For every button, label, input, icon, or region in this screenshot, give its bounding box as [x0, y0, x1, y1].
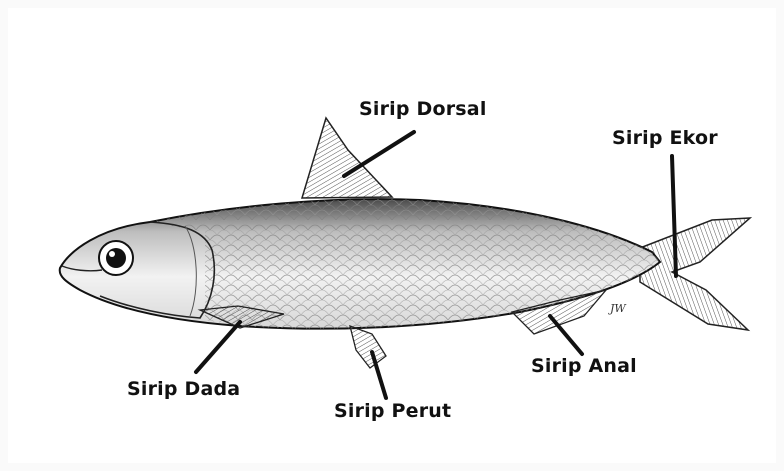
pelvic-fin [350, 326, 386, 368]
label-sirip-dorsal: Sirip Dorsal [359, 98, 487, 120]
label-sirip-anal: Sirip Anal [531, 355, 637, 377]
label-sirip-perut: Sirip Perut [334, 400, 451, 422]
label-sirip-dada: Sirip Dada [127, 378, 240, 400]
label-sirip-ekor: Sirip Ekor [612, 127, 718, 149]
leader-line-dorsal [344, 132, 414, 176]
caudal-fin [640, 218, 750, 330]
artist-signature: JW [608, 302, 627, 315]
leader-line-dada [196, 322, 240, 372]
dorsal-fin [302, 118, 392, 198]
